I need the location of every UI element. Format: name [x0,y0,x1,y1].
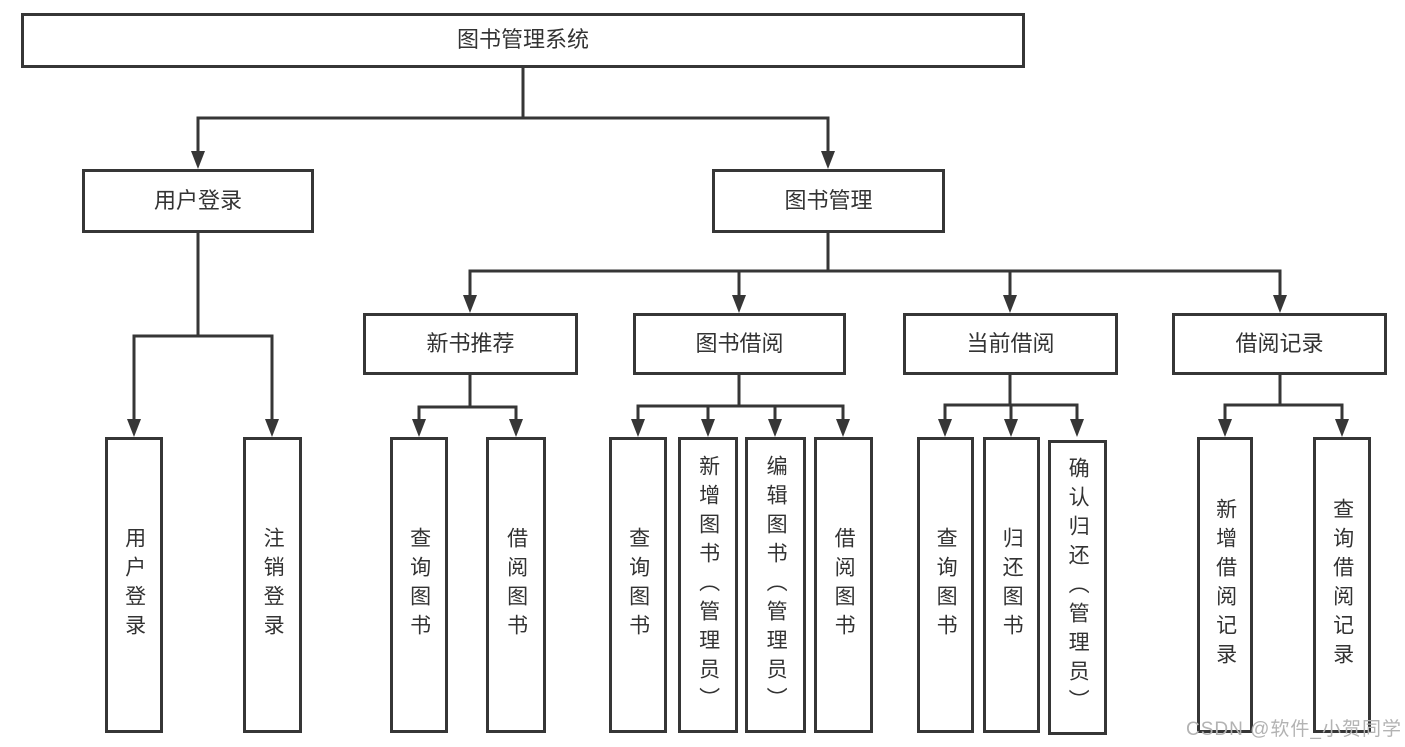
arrowhead [1004,419,1018,437]
arrowhead [1218,419,1232,437]
node-book-management: 图书管理 [712,169,945,233]
arrowhead [1070,419,1084,437]
node-user-login: 用户登录 [82,169,314,233]
node-confirm-return-admin: 确认归还（管理员） [1048,440,1107,735]
arrowhead [127,419,141,437]
node-book-borrowing: 图书借阅 [633,313,846,375]
arrowhead [768,419,782,437]
node-return-books: 归还图书 [983,437,1040,733]
node-borrowing-records: 借阅记录 [1172,313,1387,375]
node-logout-action: 注销登录 [243,437,302,733]
arrowhead [631,419,645,437]
arrowhead [732,295,746,313]
node-edit-books-admin: 编辑图书（管理员） [745,437,806,733]
arrowhead [1335,419,1349,437]
watermark: CSDN @软件_小贺同学 [1186,719,1402,740]
arrowhead [191,151,205,169]
node-borrow-books: 借阅图书 [814,437,873,733]
node-recommend-borrow-books: 借阅图书 [486,437,546,733]
node-add-borrow-record: 新增借阅记录 [1197,437,1253,733]
arrowhead [509,419,523,437]
node-current-borrowing: 当前借阅 [903,313,1118,375]
node-recommend-query-books: 查询图书 [390,437,448,733]
arrowhead [821,151,835,169]
arrowhead [463,295,477,313]
node-user-login-action: 用户登录 [105,437,163,733]
arrowhead [265,419,279,437]
arrowhead [412,419,426,437]
node-library-management-system: 图书管理系统 [21,13,1025,68]
node-borrow-query-books: 查询图书 [609,437,667,733]
node-current-query-books: 查询图书 [917,437,974,733]
node-add-books-admin: 新增图书（管理员） [678,437,738,733]
arrowhead [701,419,715,437]
arrowhead [1003,295,1017,313]
arrowhead [836,419,850,437]
arrowhead [1273,295,1287,313]
arrowhead [938,419,952,437]
node-query-borrow-record: 查询借阅记录 [1313,437,1371,733]
node-new-book-recommendation: 新书推荐 [363,313,578,375]
